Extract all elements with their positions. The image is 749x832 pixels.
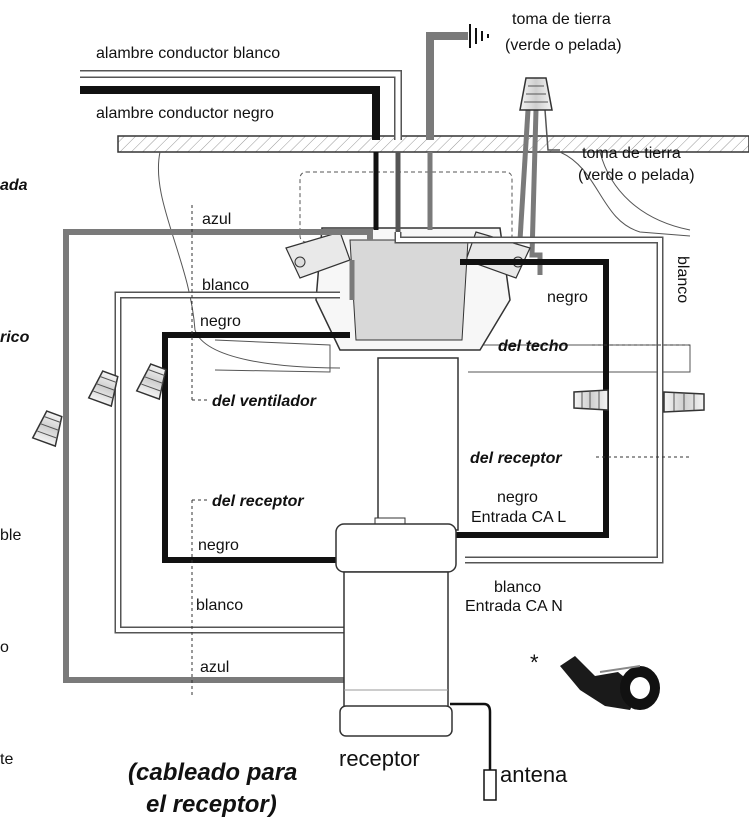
from-ceiling-label: del techo (498, 338, 568, 355)
blue-wire (63, 229, 373, 683)
caption-line-1: (cableado para (128, 759, 297, 786)
edge-text-4: o (0, 639, 9, 656)
mounting-bracket (285, 152, 531, 351)
edge-text-2: rico (0, 329, 30, 346)
edge-text-5: te (0, 751, 13, 768)
antenna-label: antena (500, 762, 568, 787)
wire-nut-icon (135, 363, 167, 401)
antenna-wire (450, 702, 497, 801)
wire-nut-icon (519, 77, 553, 111)
ground-right-label-2: (verde o pelada) (578, 167, 695, 184)
from-fan-label: del ventilador (212, 393, 317, 410)
negro-recv-label: negro (198, 537, 239, 554)
black-supply-label: alambre conductor negro (96, 105, 274, 122)
ground-top-label-2: (verde o pelada) (505, 37, 622, 54)
labels: alambre conductor blanco alambre conduct… (0, 11, 695, 818)
negro-ac-l-label: negro (497, 489, 538, 506)
azul-top-label: azul (202, 211, 231, 228)
negro-ceiling-label: negro (547, 289, 588, 306)
blanco-fan-label: blanco (202, 277, 249, 294)
asterisk-label: * (530, 650, 539, 675)
wire-nut-icon (573, 389, 609, 411)
edge-text-3: ble (0, 527, 21, 544)
white-right-wire (394, 232, 664, 564)
receiver-label: receptor (339, 746, 420, 771)
entrada-ca-n-label: Entrada CA N (465, 598, 563, 615)
ground-symbol-icon (469, 24, 489, 48)
downrod (377, 357, 459, 531)
caption-line-2: el receptor) (146, 791, 277, 818)
edge-text-1: ada (0, 177, 28, 194)
blanco-right-label: blanco (674, 256, 691, 303)
wire-nut-icon (31, 410, 63, 448)
receiver-unit (335, 517, 457, 737)
ground-wire (426, 32, 468, 140)
black-supply-wire (80, 86, 380, 140)
electrical-tape-icon (560, 656, 660, 710)
white-fan-wire (114, 291, 345, 634)
from-receiver-right-label: del receptor (470, 450, 562, 467)
ground-top-label-1: toma de tierra (512, 11, 611, 28)
canopy-outline (158, 151, 691, 373)
from-receiver-left-label: del receptor (212, 493, 304, 510)
negro-fan-label: negro (200, 313, 241, 330)
white-supply-label: alambre conductor blanco (96, 45, 280, 62)
azul-bottom-label: azul (200, 659, 229, 676)
wire-nut-icon (663, 391, 705, 413)
entrada-ca-l-label: Entrada CA L (471, 509, 566, 526)
divider-lines (191, 205, 690, 695)
black-fan-wire (162, 332, 350, 563)
wire-nut-icon (87, 370, 119, 408)
blanco-recv-label: blanco (196, 597, 243, 614)
blanco-ac-n-label: blanco (494, 579, 541, 596)
white-supply-wire (80, 70, 402, 140)
ground-right-label-1: toma de tierra (582, 145, 681, 162)
